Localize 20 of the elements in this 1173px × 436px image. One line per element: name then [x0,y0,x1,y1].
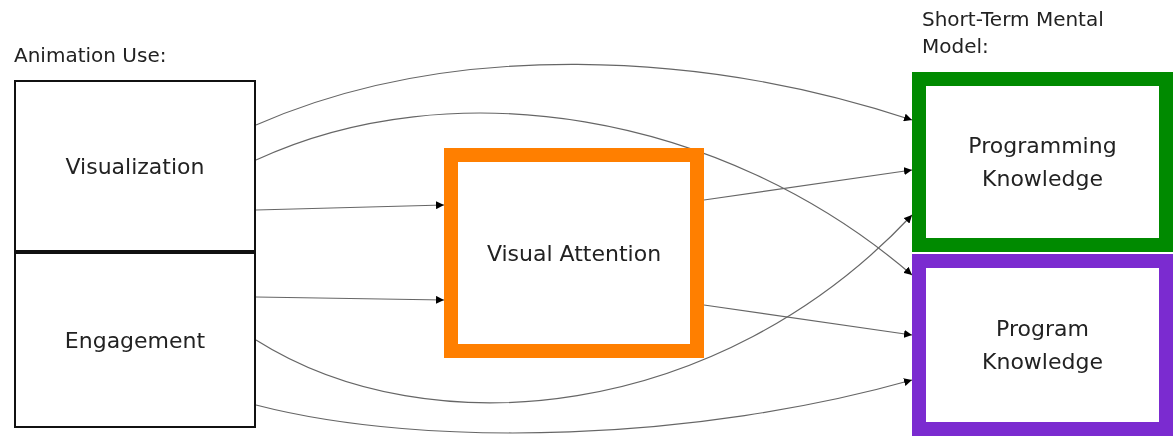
arrow [255,214,913,403]
arrow [255,201,445,211]
arrow [255,378,913,434]
concept-box [912,254,1173,436]
arrow [255,295,445,304]
arrow [255,63,913,126]
concept-box [912,72,1173,252]
box-label: Program Knowledge [981,315,1104,376]
concept-box [14,80,256,252]
group-heading: Animation Use: [14,42,168,69]
arrow [255,112,913,276]
box-label: Visualization [65,152,205,181]
concept-box [444,148,704,358]
arrow [703,167,913,201]
box-label: Programming Knowledge [967,132,1118,193]
box-label: Visual Attention [486,239,662,268]
box-label: Engagement [64,326,206,355]
group-heading: Short-Term Mental Model: [922,6,1105,60]
concept-box [14,252,256,428]
arrow [703,304,913,338]
